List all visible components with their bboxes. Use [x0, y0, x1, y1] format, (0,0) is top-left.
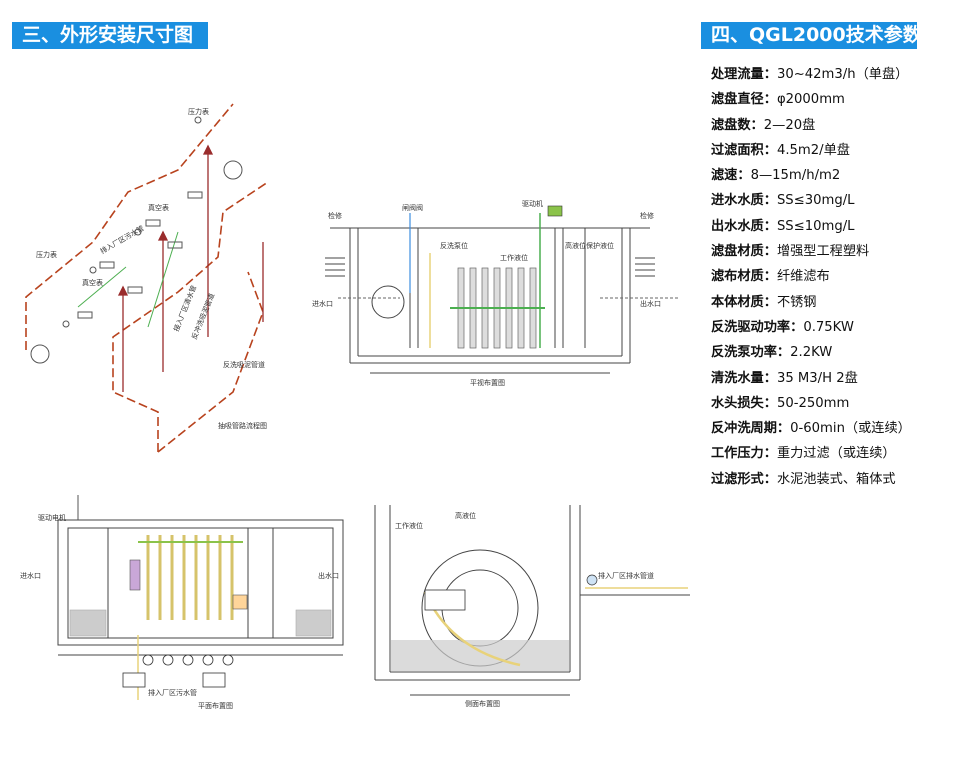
spec-item: 过滤面积：4.5m2/单盘 — [711, 138, 951, 163]
drawing-caption: 平面布置图 — [198, 701, 233, 710]
spec-item: 本体材质：不锈钢 — [711, 290, 951, 315]
spec-value: 8—15m/h/m2 — [750, 168, 841, 184]
spec-item: 反洗泵功率：2.2KW — [711, 340, 951, 365]
section-label: 检修 — [640, 211, 654, 220]
spec-label: 处理流量： — [711, 67, 777, 82]
section-header-dimensions: 三、外形安装尺寸图 — [12, 22, 208, 49]
spec-label: 反冲洗周期： — [711, 421, 791, 437]
spec-item: 反冲洗周期：0-60min（或连续） — [711, 416, 951, 441]
spec-item: 工作压力：重力过滤（或连续） — [711, 441, 951, 466]
plan-label: 驱动电机 — [38, 513, 66, 522]
plan-label: 出水口 — [318, 571, 339, 580]
spec-label: 滤速： — [711, 168, 751, 184]
section-header-specs: 四、QGL2000技术参数 — [701, 22, 922, 49]
drawing-caption: 侧面布置图 — [465, 699, 500, 708]
pipe-label: 真空表 — [148, 203, 169, 212]
pipe-label: 接入厂区清水管 — [172, 284, 199, 333]
pipe-label: 反冲洗吸泥管道 — [190, 292, 217, 341]
spec-value: 35 M3/H 2盘 — [776, 370, 858, 386]
side-section-diagram: 工作液位 高液位 排入厂区排水管道 侧面布置图 — [374, 505, 690, 708]
section-label: 闸阀阀 — [402, 203, 423, 212]
spec-label: 反洗泵功率： — [711, 345, 791, 361]
spec-item: 滤盘直径：φ2000mm — [711, 87, 951, 112]
spec-item: 滤盘数：2—20盘 — [711, 113, 951, 138]
section-label: 高液位保护液位 — [565, 241, 614, 250]
section-label: 进水口 — [312, 299, 333, 308]
section-label: 反洗泵位 — [440, 241, 468, 250]
spec-item: 滤布材质：纤维滤布 — [711, 264, 951, 289]
plan-label: 进水口 — [20, 571, 41, 580]
spec-label: 过滤面积： — [711, 142, 777, 158]
plan-label: 排入厂区污水管 — [148, 688, 197, 697]
spec-value: 0-60min（或连续） — [790, 421, 911, 437]
spec-item: 处理流量：30~42m3/h（单盘） — [711, 62, 951, 87]
spec-value: 30~42m3/h（单盘） — [776, 67, 909, 82]
section-label: 驱动机 — [522, 199, 543, 208]
spec-item: 过滤形式：水泥池装式、箱体式 — [711, 467, 951, 492]
drawing-caption: 抽吸管路流程图 — [218, 421, 267, 430]
spec-value: 纤维滤布 — [776, 269, 830, 285]
spec-value: 不锈钢 — [776, 294, 817, 310]
spec-label: 出水水质： — [711, 218, 777, 234]
spec-value: 0.75KW — [803, 319, 854, 335]
pipe-label: 排入厂区污水管 — [99, 223, 146, 255]
plan-view-diagram: 驱动电机 进水口 出水口 排入厂区污水管 平面布置图 — [20, 495, 344, 710]
spec-value: 增强型工程塑料 — [776, 244, 870, 260]
front-section-diagram: 检修 闸阀阀 驱动机 检修 反洗泵位 工作液位 高液位保护液位 进水口 出水口 … — [312, 199, 680, 387]
spec-value: φ2000mm — [776, 92, 845, 108]
spec-label: 本体材质： — [711, 294, 777, 310]
section-label: 检修 — [328, 211, 342, 220]
spec-item: 反洗驱动功率：0.75KW — [711, 315, 951, 340]
spec-value: SS≤30mg/L — [776, 193, 855, 209]
spec-label: 过滤形式： — [711, 471, 777, 487]
spec-label: 滤布材质： — [711, 269, 777, 285]
spec-label: 滤盘材质： — [711, 244, 777, 260]
spec-item: 出水水质：SS≤10mg/L — [711, 214, 951, 239]
spec-item: 水头损失：50-250mm — [711, 391, 951, 416]
spec-value: SS≤10mg/L — [776, 218, 855, 234]
spec-item: 滤速：8—15m/h/m2 — [711, 163, 951, 188]
spec-label: 滤盘数： — [711, 117, 764, 133]
spec-value: 水泥池装式、箱体式 — [776, 471, 896, 487]
side-label: 工作液位 — [395, 521, 423, 530]
spec-item: 进水水质：SS≤30mg/L — [711, 188, 951, 213]
spec-list: 处理流量：30~42m3/h（单盘） 滤盘直径：φ2000mm 滤盘数：2—20… — [711, 62, 951, 492]
spec-item: 滤盘材质：增强型工程塑料 — [711, 239, 951, 264]
side-label: 排入厂区排水管道 — [598, 571, 654, 580]
spec-label: 进水水质： — [711, 193, 777, 209]
spec-value: 4.5m2/单盘 — [776, 142, 850, 158]
pipe-label: 真空表 — [82, 278, 103, 287]
spec-label: 反洗驱动功率： — [711, 319, 804, 335]
spec-label: 工作压力： — [711, 446, 777, 462]
spec-value: 2.2KW — [790, 345, 833, 361]
pipe-flow-diagram: 压力表 真空表 压力表 真空表 排入厂区污水管 接入厂区清水管 反洗吸泥管道 反… — [25, 103, 269, 453]
spec-value: 重力过滤（或连续） — [776, 446, 896, 462]
pipe-label: 压力表 — [188, 107, 209, 116]
spec-item: 清洗水量：35 M3/H 2盘 — [711, 366, 951, 391]
section-label: 工作液位 — [500, 253, 528, 262]
spec-value: 50-250mm — [776, 395, 850, 411]
section-label: 出水口 — [640, 299, 661, 308]
drawing-caption: 平视布置图 — [470, 378, 505, 387]
spec-value: 2—20盘 — [763, 117, 816, 133]
side-label: 高液位 — [455, 511, 476, 520]
spec-label: 水头损失： — [711, 395, 777, 411]
pipe-label: 反洗吸泥管道 — [223, 360, 265, 369]
spec-label: 清洗水量： — [711, 370, 777, 386]
pipe-label: 压力表 — [36, 250, 57, 259]
spec-label: 滤盘直径： — [711, 92, 777, 108]
